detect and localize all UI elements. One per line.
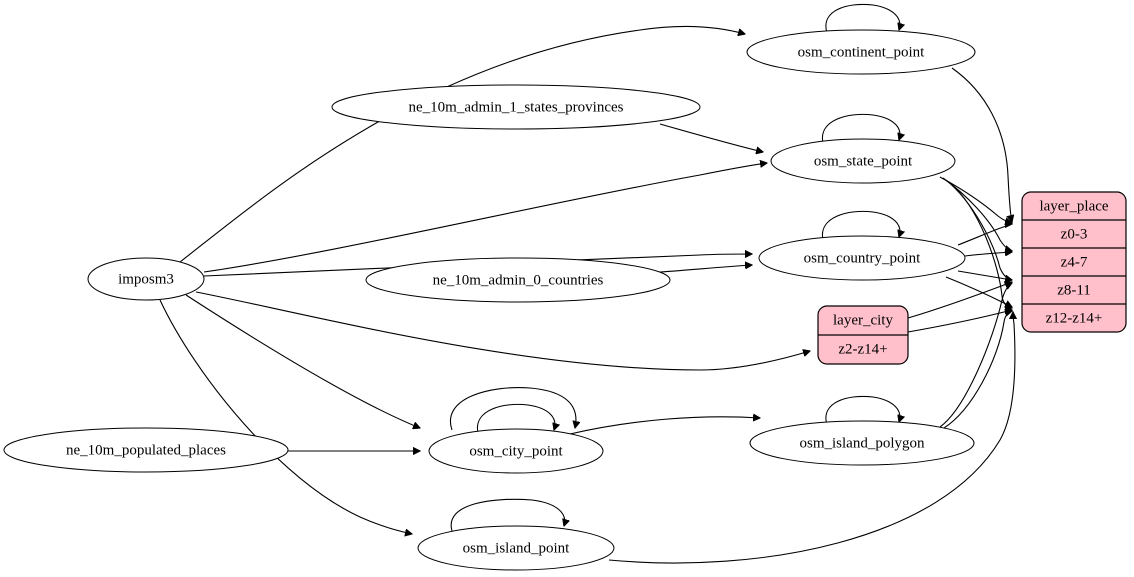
edge-ne_10m_admin_0_countries-to-osm_country_point (659, 265, 752, 273)
node-ne_10m_admin_1_states_provinces[interactable]: ne_10m_admin_1_states_provinces (331, 84, 701, 130)
node-label-ne_10m_admin_1_states_provinces: ne_10m_admin_1_states_provinces (409, 99, 624, 115)
edge-imposm3-to-osm_state_point (203, 163, 767, 273)
node-layer: imposm3 ne_10m_admin_1_states_provinces … (3, 29, 976, 571)
edge-osm_island_point-to-layer_place-z12-z14 (608, 312, 1015, 564)
node-shape-ne_10m_admin_0_countries[interactable] (365, 257, 671, 303)
node-shape-ne_10m_populated_places[interactable] (3, 427, 289, 473)
node-label-osm_island_point: osm_island_point (463, 540, 571, 556)
node-osm_island_polygon[interactable]: osm_island_polygon (749, 420, 975, 466)
edge-imposm3-to-osm_continent_point (179, 25, 745, 263)
edge-layer (159, 3, 1015, 564)
edge-osm_country_point-to-layer_place-z8-11 (957, 270, 1012, 280)
selfloop-osm_city_point (477, 403, 554, 434)
node-label-imposm3: imposm3 (118, 271, 174, 287)
edge-osm_country_point-to-layer_place-z4-7 (964, 252, 1012, 257)
node-osm_continent_point[interactable]: osm_continent_point (746, 29, 976, 75)
node-label-osm_island_polygon: osm_island_polygon (799, 435, 925, 451)
node-osm_island_point[interactable]: osm_island_point (417, 525, 615, 571)
edge-osm_city_point-to-osm_island_polygon (569, 417, 760, 435)
table-header-layer_place: layer_place (1039, 198, 1108, 214)
selfloop2-osm_city_point (449, 387, 576, 431)
node-label-ne_10m_populated_places: ne_10m_populated_places (66, 442, 226, 458)
node-osm_country_point[interactable]: osm_country_point (758, 235, 966, 281)
node-label-osm_state_point: osm_state_point (814, 153, 913, 169)
node-shape-osm_state_point[interactable] (770, 138, 956, 184)
node-osm_state_point[interactable]: osm_state_point (770, 138, 956, 184)
node-imposm3[interactable]: imposm3 (87, 257, 205, 301)
table-box-layer_place[interactable] (1021, 191, 1127, 333)
edge-osm_state_point-to-layer_place-z4-7 (942, 177, 1012, 251)
table-layer: layer_city z2-z14+ layer_place z0-3 z4-7… (817, 191, 1127, 365)
edge-osm_island_polygon-to-layer_place-z12-z14 (943, 311, 1012, 429)
node-shape-osm_continent_point[interactable] (746, 29, 976, 75)
node-shape-ne_10m_admin_1_states_provinces[interactable] (331, 84, 701, 130)
table-row-layer_place-z8-11[interactable]: z8-11 (1057, 282, 1091, 298)
node-label-osm_city_point: osm_city_point (469, 443, 563, 459)
node-shape-osm_island_point[interactable] (417, 525, 615, 571)
table-row-layer_place-z0-3[interactable]: z0-3 (1061, 226, 1088, 242)
edge-osm_country_point-to-layer_place-z12-z14 (945, 276, 1012, 307)
edge-ne_10m_admin_1_states_provinces-to-osm_state_point (659, 123, 763, 152)
table-row-layer_place-z4-7[interactable]: z4-7 (1061, 254, 1088, 270)
edge-imposm3-to-osm_city_point (185, 294, 420, 428)
selfloop-osm_country_point (822, 210, 899, 241)
selfloop-osm_state_point (822, 113, 899, 144)
edge-layer_city-to-layer_place-z8-11 (907, 282, 1012, 319)
node-label-osm_country_point: osm_country_point (804, 250, 921, 266)
selfloop-osm_island_point (450, 498, 565, 532)
edge-imposm3-to-osm_island_point (159, 299, 412, 534)
node-shape-osm_island_polygon[interactable] (749, 420, 975, 466)
node-ne_10m_admin_0_countries[interactable]: ne_10m_admin_0_countries (365, 257, 671, 303)
table-row-layer_place-z12-z14[interactable]: z12-z14+ (1046, 310, 1103, 326)
node-label-ne_10m_admin_0_countries: ne_10m_admin_0_countries (433, 272, 604, 288)
selfloop-osm_continent_point (825, 3, 900, 34)
table-layer_city[interactable]: layer_city z2-z14+ (817, 305, 909, 365)
node-osm_city_point[interactable]: osm_city_point (428, 428, 604, 474)
node-shape-osm_city_point[interactable] (428, 428, 604, 474)
table-row-layer_city-z2-z14[interactable]: z2-z14+ (838, 341, 887, 357)
node-label-osm_continent_point: osm_continent_point (798, 44, 925, 60)
selfloop-osm_island_polygon (825, 395, 900, 426)
edge-imposm3-to-layer_city (195, 291, 810, 371)
edge-osm_country_point-to-layer_place-z0-3 (957, 224, 1012, 246)
node-shape-imposm3[interactable] (87, 257, 205, 301)
edge-osm_island_polygon-to-layer_place-z8-11 (939, 283, 1012, 428)
node-ne_10m_populated_places[interactable]: ne_10m_populated_places (3, 427, 289, 473)
edge-osm_continent_point-to-layer_place-z0-3 (951, 67, 1012, 222)
table-layer_place[interactable]: layer_place z0-3 z4-7 z8-11 z12-z14+ (1021, 191, 1127, 333)
node-shape-osm_country_point[interactable] (758, 235, 966, 281)
table-header-layer_city: layer_city (833, 312, 893, 328)
